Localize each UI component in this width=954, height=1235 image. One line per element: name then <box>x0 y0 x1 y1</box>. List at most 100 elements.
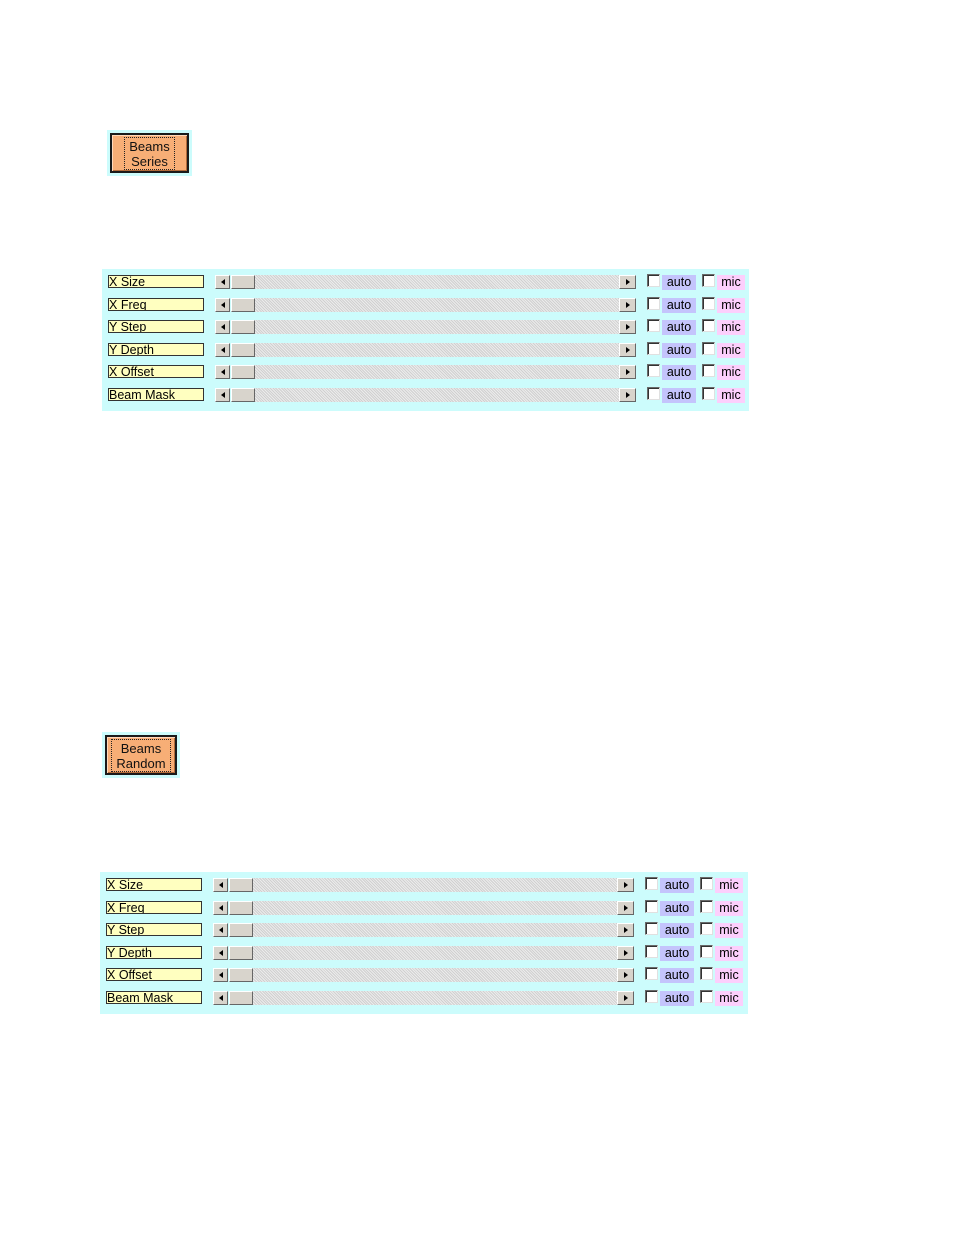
scroll-right-button[interactable] <box>619 342 636 357</box>
scroll-track[interactable] <box>255 342 619 357</box>
mic-checkbox[interactable] <box>700 944 713 958</box>
scroll-right-button[interactable] <box>617 990 634 1005</box>
scroll-right-button[interactable] <box>619 365 636 380</box>
scroll-thumb[interactable] <box>231 365 255 380</box>
auto-checkbox[interactable] <box>647 296 660 310</box>
mic-checkbox[interactable] <box>702 364 715 378</box>
scroll-left-button[interactable] <box>213 900 228 915</box>
auto-checkbox[interactable] <box>647 386 660 400</box>
scroll-track[interactable] <box>253 968 617 983</box>
auto-checkbox[interactable] <box>645 944 658 958</box>
mic-label: mic <box>715 945 743 961</box>
param-label[interactable]: X Offset <box>108 365 204 379</box>
param-label-mnemonic: Y <box>109 342 118 356</box>
scroll-thumb[interactable] <box>229 900 253 915</box>
scroll-right-button[interactable] <box>619 387 636 402</box>
auto-label: auto <box>660 968 694 984</box>
scroll-thumb[interactable] <box>231 275 255 289</box>
arrow-right-icon <box>623 927 628 934</box>
param-label[interactable]: Beam Mask <box>108 387 204 401</box>
auto-checkbox[interactable] <box>645 877 658 890</box>
scroll-left-button[interactable] <box>215 342 230 357</box>
beams-random-button[interactable]: Beams Random <box>105 735 177 775</box>
scroll-track[interactable] <box>253 923 617 938</box>
auto-checkbox[interactable] <box>645 967 658 981</box>
auto-checkbox[interactable] <box>647 341 660 355</box>
arrow-left-icon <box>220 391 225 398</box>
scroll-thumb[interactable] <box>229 923 253 938</box>
auto-label: auto <box>660 945 694 961</box>
param-label-mnemonic: Y <box>109 320 118 334</box>
scroll-thumb[interactable] <box>231 342 255 357</box>
scroll-right-button[interactable] <box>617 900 634 915</box>
param-label[interactable]: Y Depth <box>106 945 202 959</box>
scroll-right-button[interactable] <box>617 968 634 983</box>
param-label[interactable]: Y Step <box>106 923 202 937</box>
scroll-left-button[interactable] <box>213 990 228 1005</box>
scroll-track[interactable] <box>253 900 617 915</box>
scroll-thumb[interactable] <box>231 320 255 335</box>
auto-checkbox[interactable] <box>645 899 658 913</box>
scroll-track[interactable] <box>255 320 619 335</box>
series-param-panel: X Size auto mic X Freq auto mic Y Step a… <box>102 269 749 411</box>
mic-checkbox[interactable] <box>700 899 713 913</box>
param-label[interactable]: Beam Mask <box>106 990 202 1004</box>
param-label[interactable]: X Freq <box>106 900 202 914</box>
param-label[interactable]: Y Step <box>108 320 204 334</box>
auto-label: auto <box>660 878 694 893</box>
auto-checkbox[interactable] <box>645 989 658 1003</box>
scroll-left-button[interactable] <box>213 945 228 960</box>
scroll-track[interactable] <box>255 365 619 380</box>
beams-random-button-line2: Random <box>116 755 166 771</box>
mic-checkbox[interactable] <box>702 274 715 287</box>
scroll-thumb[interactable] <box>231 297 255 312</box>
scroll-left-button[interactable] <box>213 878 228 892</box>
scroll-track[interactable] <box>253 878 617 892</box>
arrow-left-icon <box>218 882 223 888</box>
mic-checkbox[interactable] <box>702 386 715 400</box>
scroll-track[interactable] <box>255 387 619 402</box>
auto-checkbox[interactable] <box>647 319 660 333</box>
mic-label: mic <box>717 342 745 358</box>
scroll-thumb[interactable] <box>231 387 255 402</box>
scroll-left-button[interactable] <box>213 923 228 938</box>
mic-checkbox[interactable] <box>700 967 713 981</box>
mic-checkbox[interactable] <box>700 877 713 890</box>
scroll-right-button[interactable] <box>619 297 636 312</box>
scroll-right-button[interactable] <box>617 945 634 960</box>
scroll-right-button[interactable] <box>617 923 634 938</box>
scroll-left-button[interactable] <box>215 320 230 335</box>
scroll-thumb[interactable] <box>229 878 253 892</box>
scroll-track[interactable] <box>255 297 619 312</box>
scroll-track[interactable] <box>253 945 617 960</box>
param-label[interactable]: X Size <box>108 275 204 288</box>
scroll-thumb[interactable] <box>229 990 253 1005</box>
mic-checkbox[interactable] <box>700 922 713 936</box>
beams-series-button[interactable]: Beams Series <box>110 133 189 173</box>
param-label[interactable]: X Freq <box>108 297 204 311</box>
mic-checkbox[interactable] <box>702 319 715 333</box>
scroll-track[interactable] <box>255 275 619 289</box>
scroll-left-button[interactable] <box>215 297 230 312</box>
scroll-track[interactable] <box>253 990 617 1005</box>
scroll-right-button[interactable] <box>619 275 636 289</box>
auto-checkbox[interactable] <box>647 274 660 287</box>
scroll-thumb[interactable] <box>229 968 253 983</box>
scroll-left-button[interactable] <box>215 365 230 380</box>
scroll-left-button[interactable] <box>213 968 228 983</box>
param-label[interactable]: Y Depth <box>108 342 204 356</box>
param-label[interactable]: X Offset <box>106 968 202 982</box>
scroll-right-button[interactable] <box>617 878 634 892</box>
mic-checkbox[interactable] <box>700 989 713 1003</box>
mic-checkbox[interactable] <box>702 341 715 355</box>
scroll-right-button[interactable] <box>619 320 636 335</box>
scroll-left-button[interactable] <box>215 275 230 289</box>
auto-checkbox[interactable] <box>645 922 658 936</box>
mic-label: mic <box>717 365 745 381</box>
param-label[interactable]: X Size <box>106 878 202 891</box>
scroll-thumb[interactable] <box>229 945 253 960</box>
param-label-text: Step <box>115 923 145 937</box>
auto-checkbox[interactable] <box>647 364 660 378</box>
scroll-left-button[interactable] <box>215 387 230 402</box>
mic-checkbox[interactable] <box>702 296 715 310</box>
